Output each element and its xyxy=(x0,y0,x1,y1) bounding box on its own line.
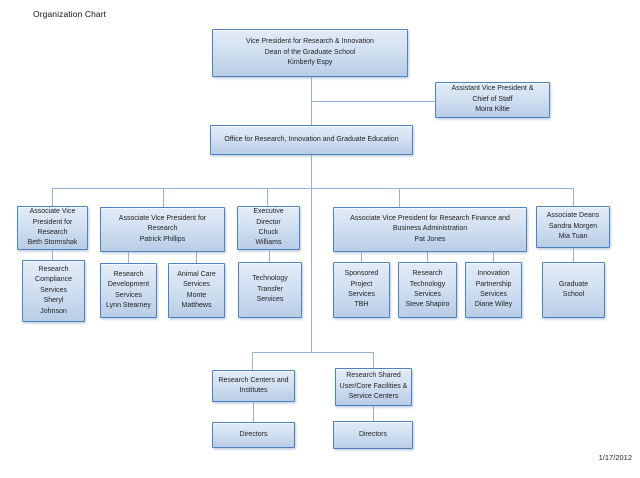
org-node-directors-left: Directors xyxy=(212,422,295,448)
connector-drop-executive-director xyxy=(267,188,268,206)
org-node-associate-deans: Associate Deans Sandra Morgen Mia Tuan xyxy=(536,206,610,248)
org-node-research-technology: Research Technology Services Steve Shapi… xyxy=(398,262,457,318)
org-node-avp-finance: Associate Vice President for Research Fi… xyxy=(333,207,527,252)
org-node-graduate-school: Graduate School xyxy=(542,262,605,318)
connector-office-drop xyxy=(311,155,312,188)
connector-executive-to-tech-transfer xyxy=(269,250,270,262)
connector-drop-stormshak xyxy=(52,188,53,206)
org-node-sponsored-project: Sponsored Project Services TBH xyxy=(333,262,390,318)
org-node-animal-care: Animal Care Services Monte Matthews xyxy=(168,263,225,318)
org-node-directors-right: Directors xyxy=(333,421,413,449)
org-node-research-development: Research Development Services Lynn Stear… xyxy=(100,263,157,318)
page-date: 1/17/2012 xyxy=(598,453,632,462)
org-node-research-shared: Research Shared User/Core Facilities & S… xyxy=(335,368,412,406)
connector-phillips-to-animal-care xyxy=(196,252,197,263)
org-node-research-compliance: Research Compliance Services Sheryl John… xyxy=(22,260,85,322)
connector-drop-finance xyxy=(399,188,400,207)
org-node-avp-research-stormshak: Associate Vice President for Research Be… xyxy=(17,206,88,250)
org-node-vp: Vice President for Research & Innovation… xyxy=(212,29,408,77)
connector-finance-to-innovation xyxy=(493,252,494,262)
connector-drop-research-centers xyxy=(252,352,253,370)
org-node-technology-transfer: Technology Transfer Services xyxy=(238,262,302,318)
connector-row2-bus xyxy=(52,188,574,189)
connector-finance-to-sponsored xyxy=(361,252,362,262)
org-node-avp-research-phillips: Associate Vice President for Research Pa… xyxy=(100,207,225,252)
connector-phillips-to-development xyxy=(128,252,129,263)
connector-drop-research-shared xyxy=(373,352,374,368)
connector-deans-to-graduate-school xyxy=(573,248,574,262)
org-node-assistant-vp-chief-of-staff: Assistant Vice President & Chief of Staf… xyxy=(435,82,550,118)
connector-vp-to-chief-of-staff xyxy=(311,101,436,102)
connector-drop-associate-deans xyxy=(573,188,574,206)
org-node-office: Office for Research, Innovation and Grad… xyxy=(210,125,413,155)
connector-center-trunk xyxy=(311,188,312,352)
org-node-innovation-partnership: Innovation Partnership Services Diane Wi… xyxy=(465,262,522,318)
org-node-executive-director: Executive Director Chuck Williams xyxy=(237,206,300,250)
connector-drop-phillips xyxy=(163,188,164,207)
connector-finance-to-research-tech xyxy=(427,252,428,262)
page-title: Organization Chart xyxy=(33,9,107,19)
connector-stormshak-to-compliance xyxy=(52,250,53,260)
connector-bottom-bus xyxy=(252,352,374,353)
org-node-research-centers: Research Centers and Institutes xyxy=(212,370,295,402)
connector-shared-to-directors xyxy=(373,406,374,421)
connector-centers-to-directors xyxy=(253,402,254,422)
